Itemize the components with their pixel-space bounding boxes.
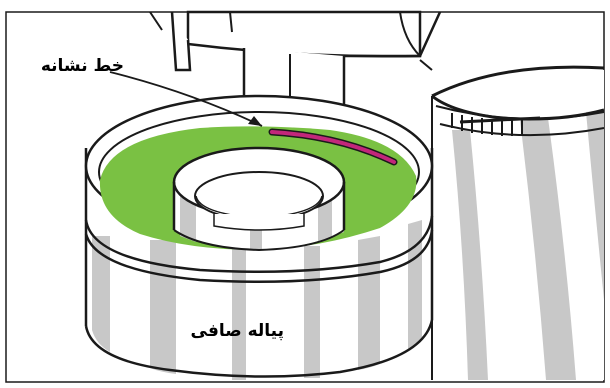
mark-line-label: خط نشانه: [41, 58, 124, 75]
filter-cup-label: پیاله صافی: [191, 323, 284, 340]
side-container: [432, 67, 604, 380]
top-apparatus: [150, 12, 440, 108]
